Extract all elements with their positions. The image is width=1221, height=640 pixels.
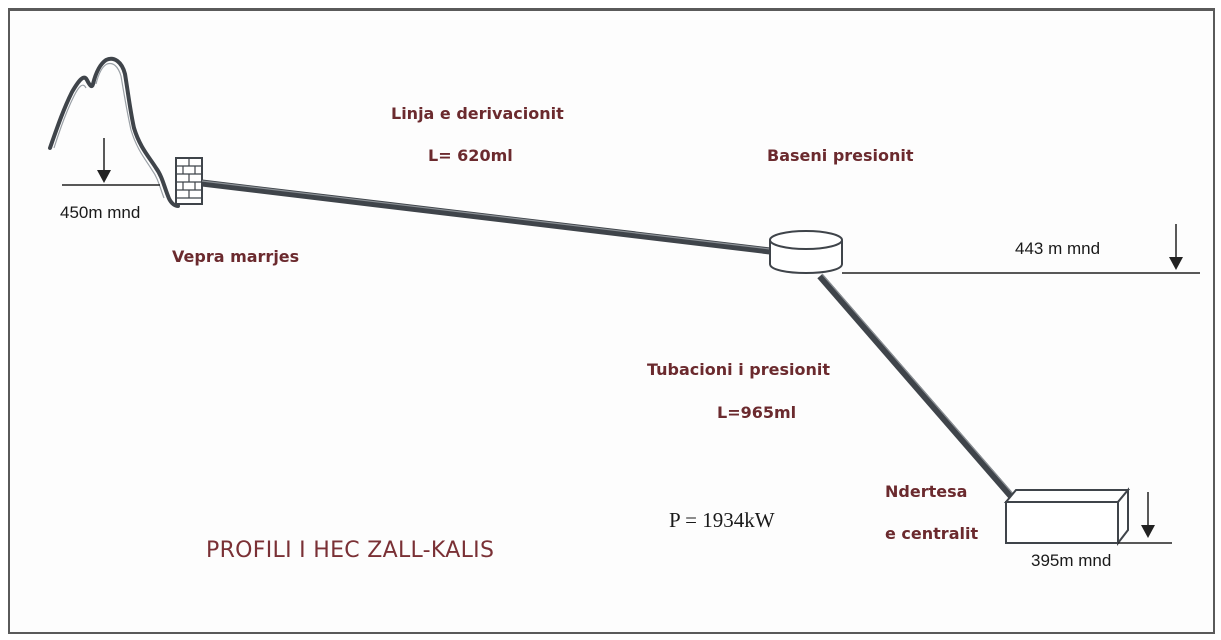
intake-label: Vepra marrjes [172, 247, 300, 266]
penstock-pipe [817, 273, 1015, 500]
intake-structure [175, 157, 203, 205]
derivation-length: L= 620ml [428, 146, 513, 165]
pressure-basin [769, 230, 843, 274]
powerhouse-label-line1: Ndertesa [885, 482, 968, 501]
basin-elevation-label: 443 m mnd [1015, 239, 1101, 258]
basin-label: Baseni presionit [767, 146, 914, 165]
derivation-pipe [201, 179, 771, 255]
penstock-length: L=965ml [717, 403, 797, 422]
basin-arrow-head [1169, 257, 1183, 270]
powerhouse-label-line2: e centralit [885, 524, 979, 543]
powerhouse-elevation-label: 395m mnd [1031, 551, 1112, 570]
penstock-pipe-highlight [821, 273, 1015, 496]
power-output: P = 1934kW [669, 508, 775, 532]
derivation-title: Linja e derivacionit [391, 104, 564, 123]
derivation-pipe-highlight [201, 180, 771, 250]
intake-arrow-head [97, 170, 111, 183]
diagram-title: PROFILI I HEC ZALL-KALIS [206, 538, 495, 563]
mountain-outline-inner [53, 62, 165, 199]
penstock-title: Tubacioni i presionit [647, 360, 830, 379]
powerhouse-box [1003, 487, 1131, 546]
mountain-outline [48, 56, 180, 208]
intake-elevation-label: 450m mnd [60, 203, 141, 222]
powerhouse-arrow-head [1141, 525, 1155, 538]
